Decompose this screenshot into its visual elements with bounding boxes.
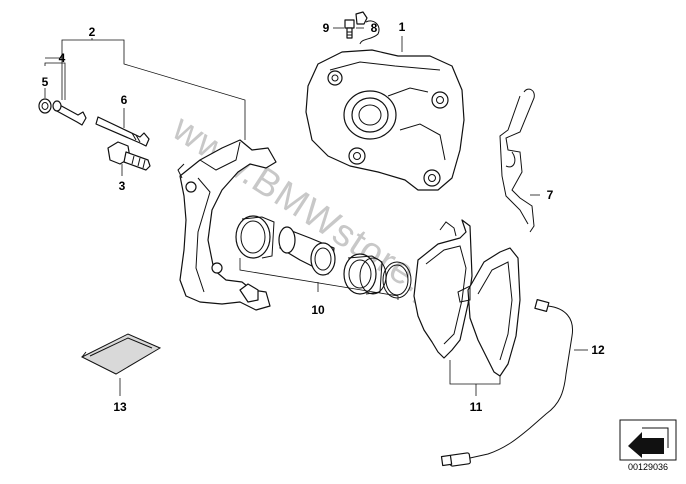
brake-pad-inner[interactable] bbox=[413, 219, 473, 359]
callout-5[interactable]: 5 bbox=[42, 75, 49, 89]
bleeder-valve[interactable] bbox=[344, 19, 355, 39]
callout-6[interactable]: 6 bbox=[121, 93, 128, 107]
callout-8[interactable]: 8 bbox=[371, 21, 378, 35]
piston-seal-ring[interactable] bbox=[235, 215, 275, 259]
callout-10[interactable]: 10 bbox=[311, 303, 325, 317]
piston-o-ring[interactable] bbox=[382, 261, 412, 299]
callout-3[interactable]: 3 bbox=[119, 179, 126, 193]
return-arrow-icon[interactable] bbox=[619, 419, 677, 461]
brake-piston[interactable] bbox=[278, 226, 336, 276]
guide-bolt-sleeve[interactable] bbox=[52, 100, 87, 126]
catalog-code: 00129036 bbox=[628, 462, 668, 472]
protective-cap[interactable] bbox=[38, 98, 52, 114]
bleeder-valve-cap[interactable] bbox=[355, 11, 380, 45]
callout-1[interactable]: 1 bbox=[399, 20, 406, 34]
leader-lines bbox=[44, 27, 588, 396]
callout-2[interactable]: 2 bbox=[89, 25, 96, 39]
callout-13[interactable]: 13 bbox=[113, 400, 127, 414]
callout-4[interactable]: 4 bbox=[59, 51, 66, 65]
lubricant-packet[interactable] bbox=[80, 333, 162, 375]
caliper-carrier-bracket[interactable] bbox=[177, 139, 277, 311]
callout-11[interactable]: 11 bbox=[470, 400, 483, 414]
caliper-housing[interactable] bbox=[305, 49, 465, 191]
brake-pad-wear-sensor[interactable] bbox=[440, 298, 574, 467]
brake-pad-outer[interactable] bbox=[457, 247, 521, 377]
callout-12[interactable]: 12 bbox=[591, 343, 605, 357]
hex-bolt[interactable] bbox=[107, 141, 151, 171]
callout-7[interactable]: 7 bbox=[547, 188, 554, 202]
guide-bolt[interactable] bbox=[95, 116, 150, 147]
callout-9[interactable]: 9 bbox=[323, 21, 330, 35]
callout-labels: 1 2 3 4 5 6 7 8 9 10 11 12 13 bbox=[42, 20, 605, 414]
anti-rattle-spring[interactable] bbox=[499, 88, 535, 233]
